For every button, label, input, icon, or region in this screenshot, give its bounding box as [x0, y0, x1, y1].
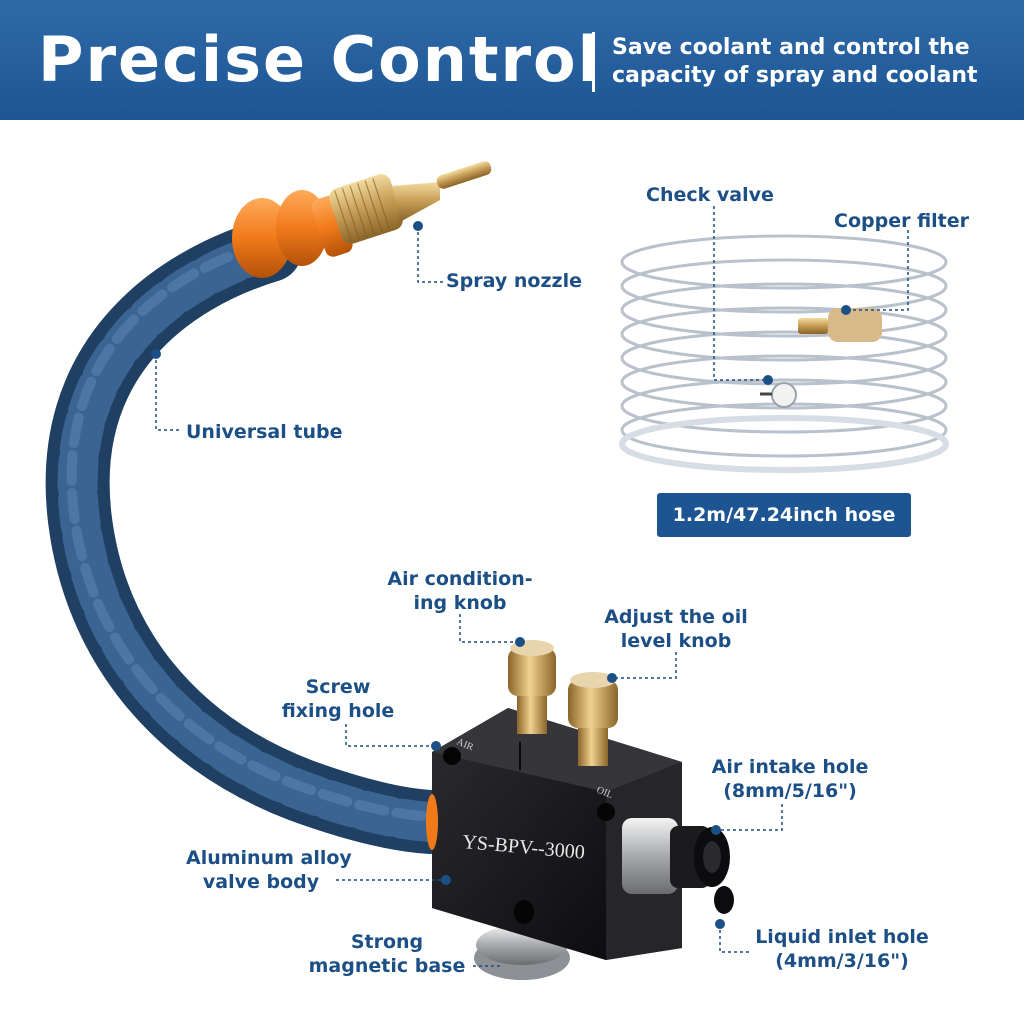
- subtitle-line-2: capacity of spray and coolant: [612, 63, 978, 88]
- oil-knob-line-2: level knob: [620, 630, 732, 652]
- label-liquid-inlet: Liquid inlet hole (4mm/3/16"): [752, 925, 932, 973]
- magnetic-line-1: Strong: [350, 931, 424, 953]
- air-fitting: [622, 818, 734, 914]
- oil-knob-line-1: Adjust the oil: [604, 606, 748, 628]
- label-universal-tube: Universal tube: [186, 421, 343, 443]
- coiled-hose: [619, 234, 949, 473]
- screw-line-2: fixing hole: [281, 700, 395, 722]
- label-air-intake: Air intake hole (8mm/5/16"): [706, 755, 874, 803]
- page-title: Precise Control: [38, 23, 601, 96]
- label-valve-body: Aluminum alloy valve body: [186, 846, 352, 894]
- universal-tube: [45, 218, 462, 854]
- orange-end-ring: [426, 794, 438, 850]
- oil-knob: [568, 672, 618, 766]
- label-screw-hole: Screw fixing hole: [274, 675, 402, 723]
- label-copper-filter: Copper filter: [834, 210, 970, 232]
- callout-lines: [155, 206, 909, 967]
- air-knob-line-1: Air condition-: [387, 568, 533, 590]
- valve-body: AIR OIL YS-BPV--3000: [432, 708, 682, 960]
- screw-line-1: Screw: [305, 676, 371, 698]
- copper-filter-part: [798, 308, 882, 342]
- check-valve-part: [760, 382, 797, 408]
- label-check-valve: Check valve: [646, 184, 774, 206]
- label-magnetic-base: Strong magnetic base: [302, 930, 472, 978]
- callout-dots: [151, 221, 851, 929]
- hose-length-badge: 1.2m/47.24inch hose: [657, 493, 911, 537]
- valve-body-line-1: Aluminum alloy: [186, 847, 352, 869]
- label-oil-knob: Adjust the oil level knob: [598, 605, 754, 653]
- air-knob: [508, 640, 556, 734]
- header-divider: [592, 32, 595, 92]
- header-banner: Precise Control Save coolant and control…: [0, 0, 1024, 120]
- spray-nozzle-assembly: [232, 161, 492, 278]
- header-subtitle: Save coolant and control the capacity of…: [612, 34, 1012, 90]
- air-intake-line-2: (8mm/5/16"): [723, 780, 857, 802]
- magnetic-line-2: magnetic base: [308, 955, 466, 977]
- air-intake-line-1: Air intake hole: [711, 756, 869, 778]
- label-spray-nozzle: Spray nozzle: [446, 270, 582, 292]
- liquid-inlet-line-1: Liquid inlet hole: [755, 926, 929, 948]
- liquid-inlet-line-2: (4mm/3/16"): [775, 950, 909, 972]
- air-knob-line-2: ing knob: [413, 592, 507, 614]
- label-air-knob: Air condition- ing knob: [380, 567, 540, 615]
- valve-body-line-2: valve body: [202, 871, 320, 893]
- subtitle-line-1: Save coolant and control the: [612, 35, 970, 60]
